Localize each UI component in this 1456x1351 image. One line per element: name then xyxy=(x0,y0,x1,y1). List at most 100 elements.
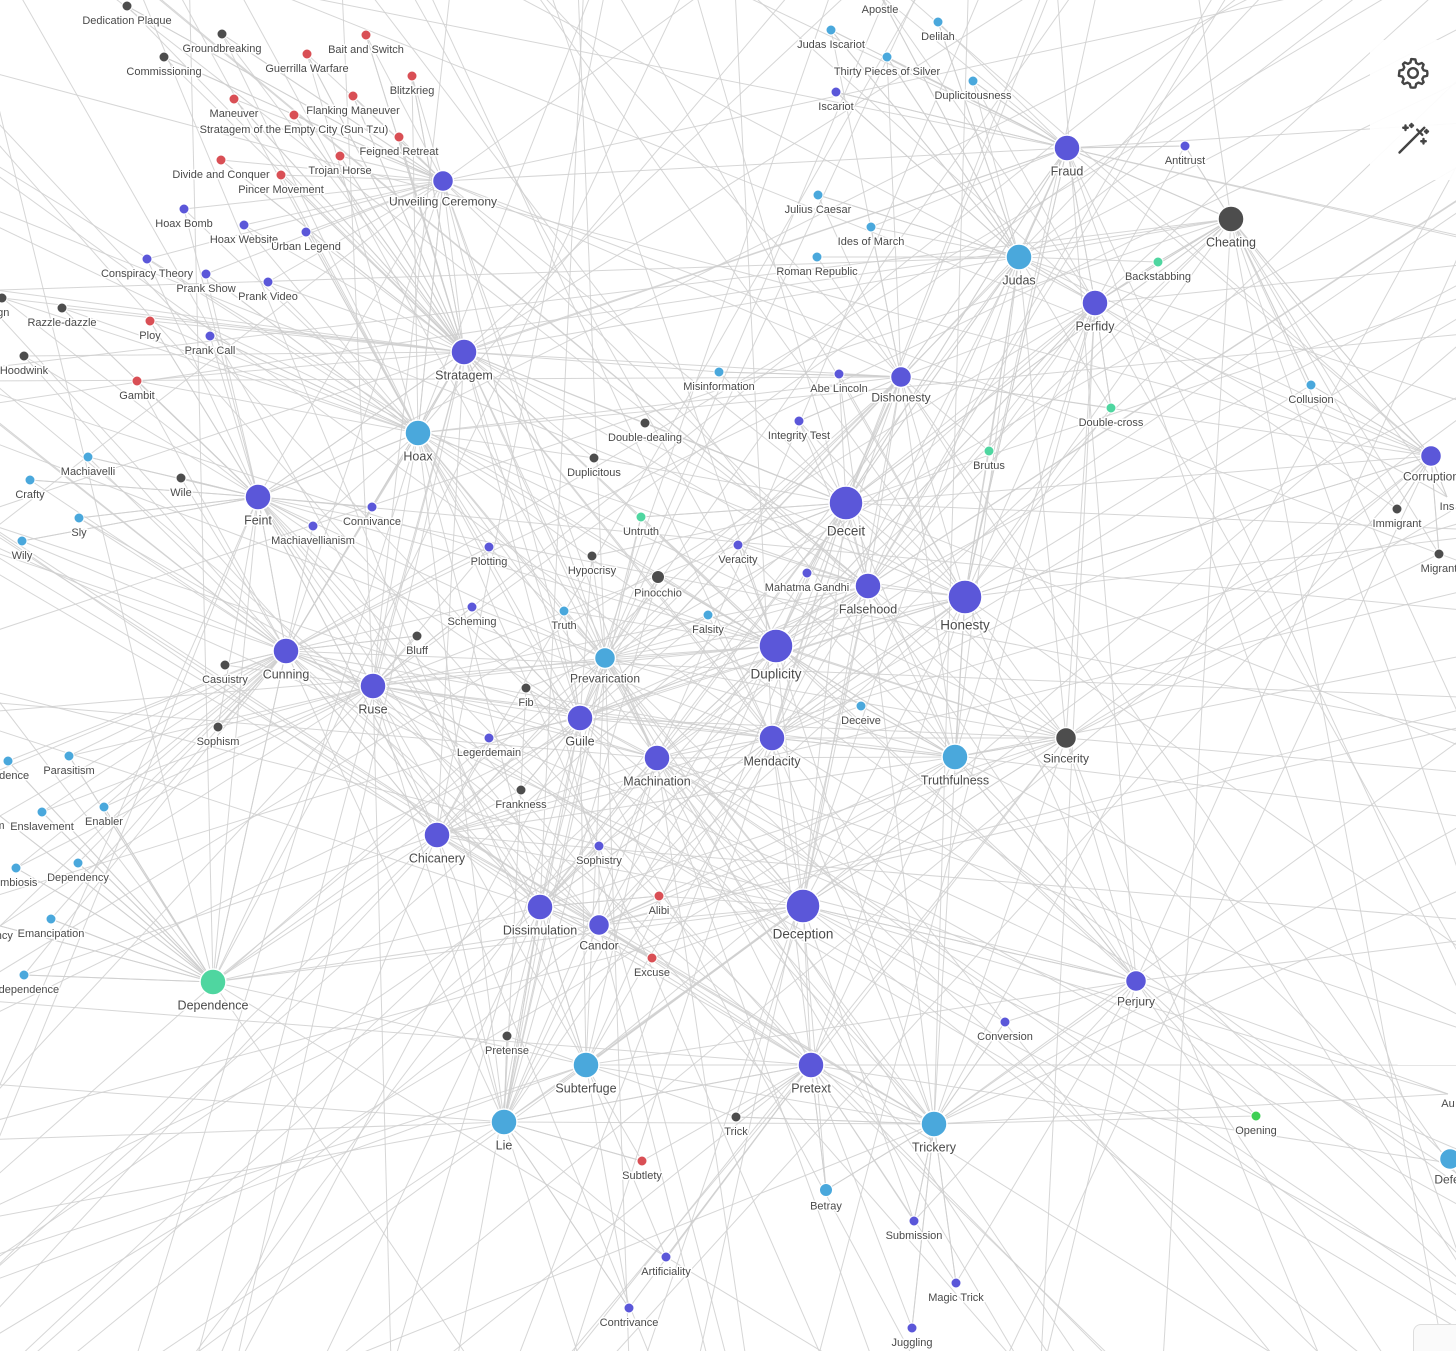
node-dot[interactable] xyxy=(588,452,600,464)
node-dot[interactable] xyxy=(404,419,432,447)
node-delilah[interactable]: Delilah xyxy=(920,16,956,45)
node-prankshow[interactable]: Prank Show xyxy=(175,268,237,297)
node-dot[interactable] xyxy=(204,330,216,342)
node-flanking[interactable]: Flanking Maneuver xyxy=(305,90,402,119)
node-dot[interactable] xyxy=(275,169,287,181)
node-dot[interactable] xyxy=(947,579,983,615)
node-falsehood[interactable]: Falsehood xyxy=(837,572,899,618)
node-dot[interactable] xyxy=(1179,140,1191,152)
node-emptycity[interactable]: Stratagem of the Empty City (Sun Tzu) xyxy=(198,109,390,138)
node-dot[interactable] xyxy=(431,169,455,193)
node-dot[interactable] xyxy=(450,338,478,366)
node-dot[interactable] xyxy=(950,1277,962,1289)
node-dot[interactable] xyxy=(219,659,231,671)
node-perfidy[interactable]: Perfidy xyxy=(1074,289,1117,335)
node-dot[interactable] xyxy=(586,550,598,562)
node-deception[interactable]: Deception xyxy=(771,888,835,943)
node-dot[interactable] xyxy=(2,755,14,767)
node-legerdemain[interactable]: Legerdemain xyxy=(455,732,523,761)
node-sophism[interactable]: Sophism xyxy=(195,721,241,750)
node-dot[interactable] xyxy=(1250,1110,1262,1122)
node-duplicitous[interactable]: Duplicitous xyxy=(566,452,623,481)
node-dot[interactable] xyxy=(200,268,212,280)
node-dot[interactable] xyxy=(238,219,250,231)
node-sophistry[interactable]: Sophistry xyxy=(575,840,624,869)
node-pincer[interactable]: Pincer Movement xyxy=(237,169,325,198)
node-emancipation[interactable]: Emancipation xyxy=(16,913,86,942)
node-dot[interactable] xyxy=(272,637,300,665)
node-hoodwink[interactable]: Hoodwink xyxy=(0,350,50,379)
node-divide[interactable]: Divide and Conquer xyxy=(171,154,271,183)
node-betray[interactable]: Betray xyxy=(809,1183,844,1214)
node-iscariot[interactable]: Iscariot xyxy=(817,86,855,115)
node-dot[interactable] xyxy=(999,1016,1011,1028)
node-submission[interactable]: Submission xyxy=(884,1215,944,1244)
node-doubledealing[interactable]: Double-dealing xyxy=(607,417,684,446)
node-duplicity[interactable]: Duplicity xyxy=(749,628,803,683)
node-dot[interactable] xyxy=(24,474,36,486)
node-backstabbing[interactable]: Backstabbing xyxy=(1123,256,1193,285)
node-dot[interactable] xyxy=(1081,289,1109,317)
node-dot[interactable] xyxy=(347,90,359,102)
node-dot[interactable] xyxy=(334,150,346,162)
node-dot[interactable] xyxy=(141,253,153,265)
node-conspiracy[interactable]: Conspiracy Theory xyxy=(99,253,195,282)
node-dot[interactable] xyxy=(732,539,744,551)
node-sly[interactable]: Sly xyxy=(70,512,89,541)
node-ruse[interactable]: Ruse xyxy=(357,672,389,718)
node-blitzkrieg[interactable]: Blitzkrieg xyxy=(388,70,436,99)
node-ides[interactable]: Ides of March xyxy=(836,221,906,250)
node-subtlety[interactable]: Subtlety xyxy=(621,1155,664,1184)
node-fraud[interactable]: Fraud xyxy=(1049,134,1085,180)
node-dot[interactable] xyxy=(393,131,405,143)
node-dot[interactable] xyxy=(520,682,532,694)
node-dot[interactable] xyxy=(121,0,133,12)
node-hypocrisy[interactable]: Hypocrisy xyxy=(566,550,618,579)
node-magictrick[interactable]: Magic Trick xyxy=(927,1277,986,1306)
node-au[interactable]: Au xyxy=(1440,1097,1456,1112)
node-migrant[interactable]: Migrant xyxy=(1419,548,1456,577)
node-misinformation[interactable]: Misinformation xyxy=(682,366,756,395)
node-dot[interactable] xyxy=(63,750,75,762)
node-dot[interactable] xyxy=(1217,205,1245,233)
node-dot[interactable] xyxy=(212,721,224,733)
node-scheming[interactable]: Scheming xyxy=(446,601,498,630)
node-dot[interactable] xyxy=(653,890,665,902)
node-machiavellianism[interactable]: Machiavellianism xyxy=(270,520,356,549)
node-dot[interactable] xyxy=(801,567,813,579)
node-sincerity[interactable]: Sincerity xyxy=(1041,726,1091,767)
node-dot[interactable] xyxy=(908,1215,920,1227)
node-dot[interactable] xyxy=(983,445,995,457)
node-dot[interactable] xyxy=(1433,548,1445,560)
node-dot[interactable] xyxy=(360,29,372,41)
node-dissimulation[interactable]: Dissimulation xyxy=(501,893,579,939)
node-duplicitousness[interactable]: Duplicitousness xyxy=(933,75,1014,104)
node-cheating[interactable]: Cheating xyxy=(1204,205,1258,251)
node-ign[interactable]: ign xyxy=(0,292,11,321)
node-dot[interactable] xyxy=(199,968,227,996)
panel-tab[interactable] xyxy=(1413,1324,1456,1351)
node-dot[interactable] xyxy=(865,221,877,233)
node-dot[interactable] xyxy=(526,893,554,921)
node-frankness[interactable]: Frankness xyxy=(494,784,549,813)
node-dot[interactable] xyxy=(854,572,882,600)
node-subterfuge[interactable]: Subterfuge xyxy=(554,1051,618,1097)
node-casuistry[interactable]: Casuistry xyxy=(201,659,250,688)
node-dot[interactable] xyxy=(785,888,821,924)
node-dot[interactable] xyxy=(812,189,824,201)
node-dot[interactable] xyxy=(98,801,110,813)
node-untruth[interactable]: Untruth xyxy=(621,511,661,540)
node-dot[interactable] xyxy=(18,969,30,981)
node-razzle[interactable]: Razzle-dazzle xyxy=(26,302,98,331)
node-wily[interactable]: Wily xyxy=(10,535,34,564)
node-dot[interactable] xyxy=(660,1251,672,1263)
node-dot[interactable] xyxy=(889,365,913,389)
node-prankvideo[interactable]: Prank Video xyxy=(237,276,299,305)
node-dot[interactable] xyxy=(967,75,979,87)
node-guerrilla[interactable]: Guerrilla Warfare xyxy=(264,48,350,77)
node-dot[interactable] xyxy=(515,784,527,796)
node-dot[interactable] xyxy=(131,375,143,387)
node-contrivance[interactable]: Contrivance xyxy=(598,1302,660,1331)
node-perjury[interactable]: Perjury xyxy=(1115,969,1157,1010)
node-dot[interactable] xyxy=(811,251,823,263)
